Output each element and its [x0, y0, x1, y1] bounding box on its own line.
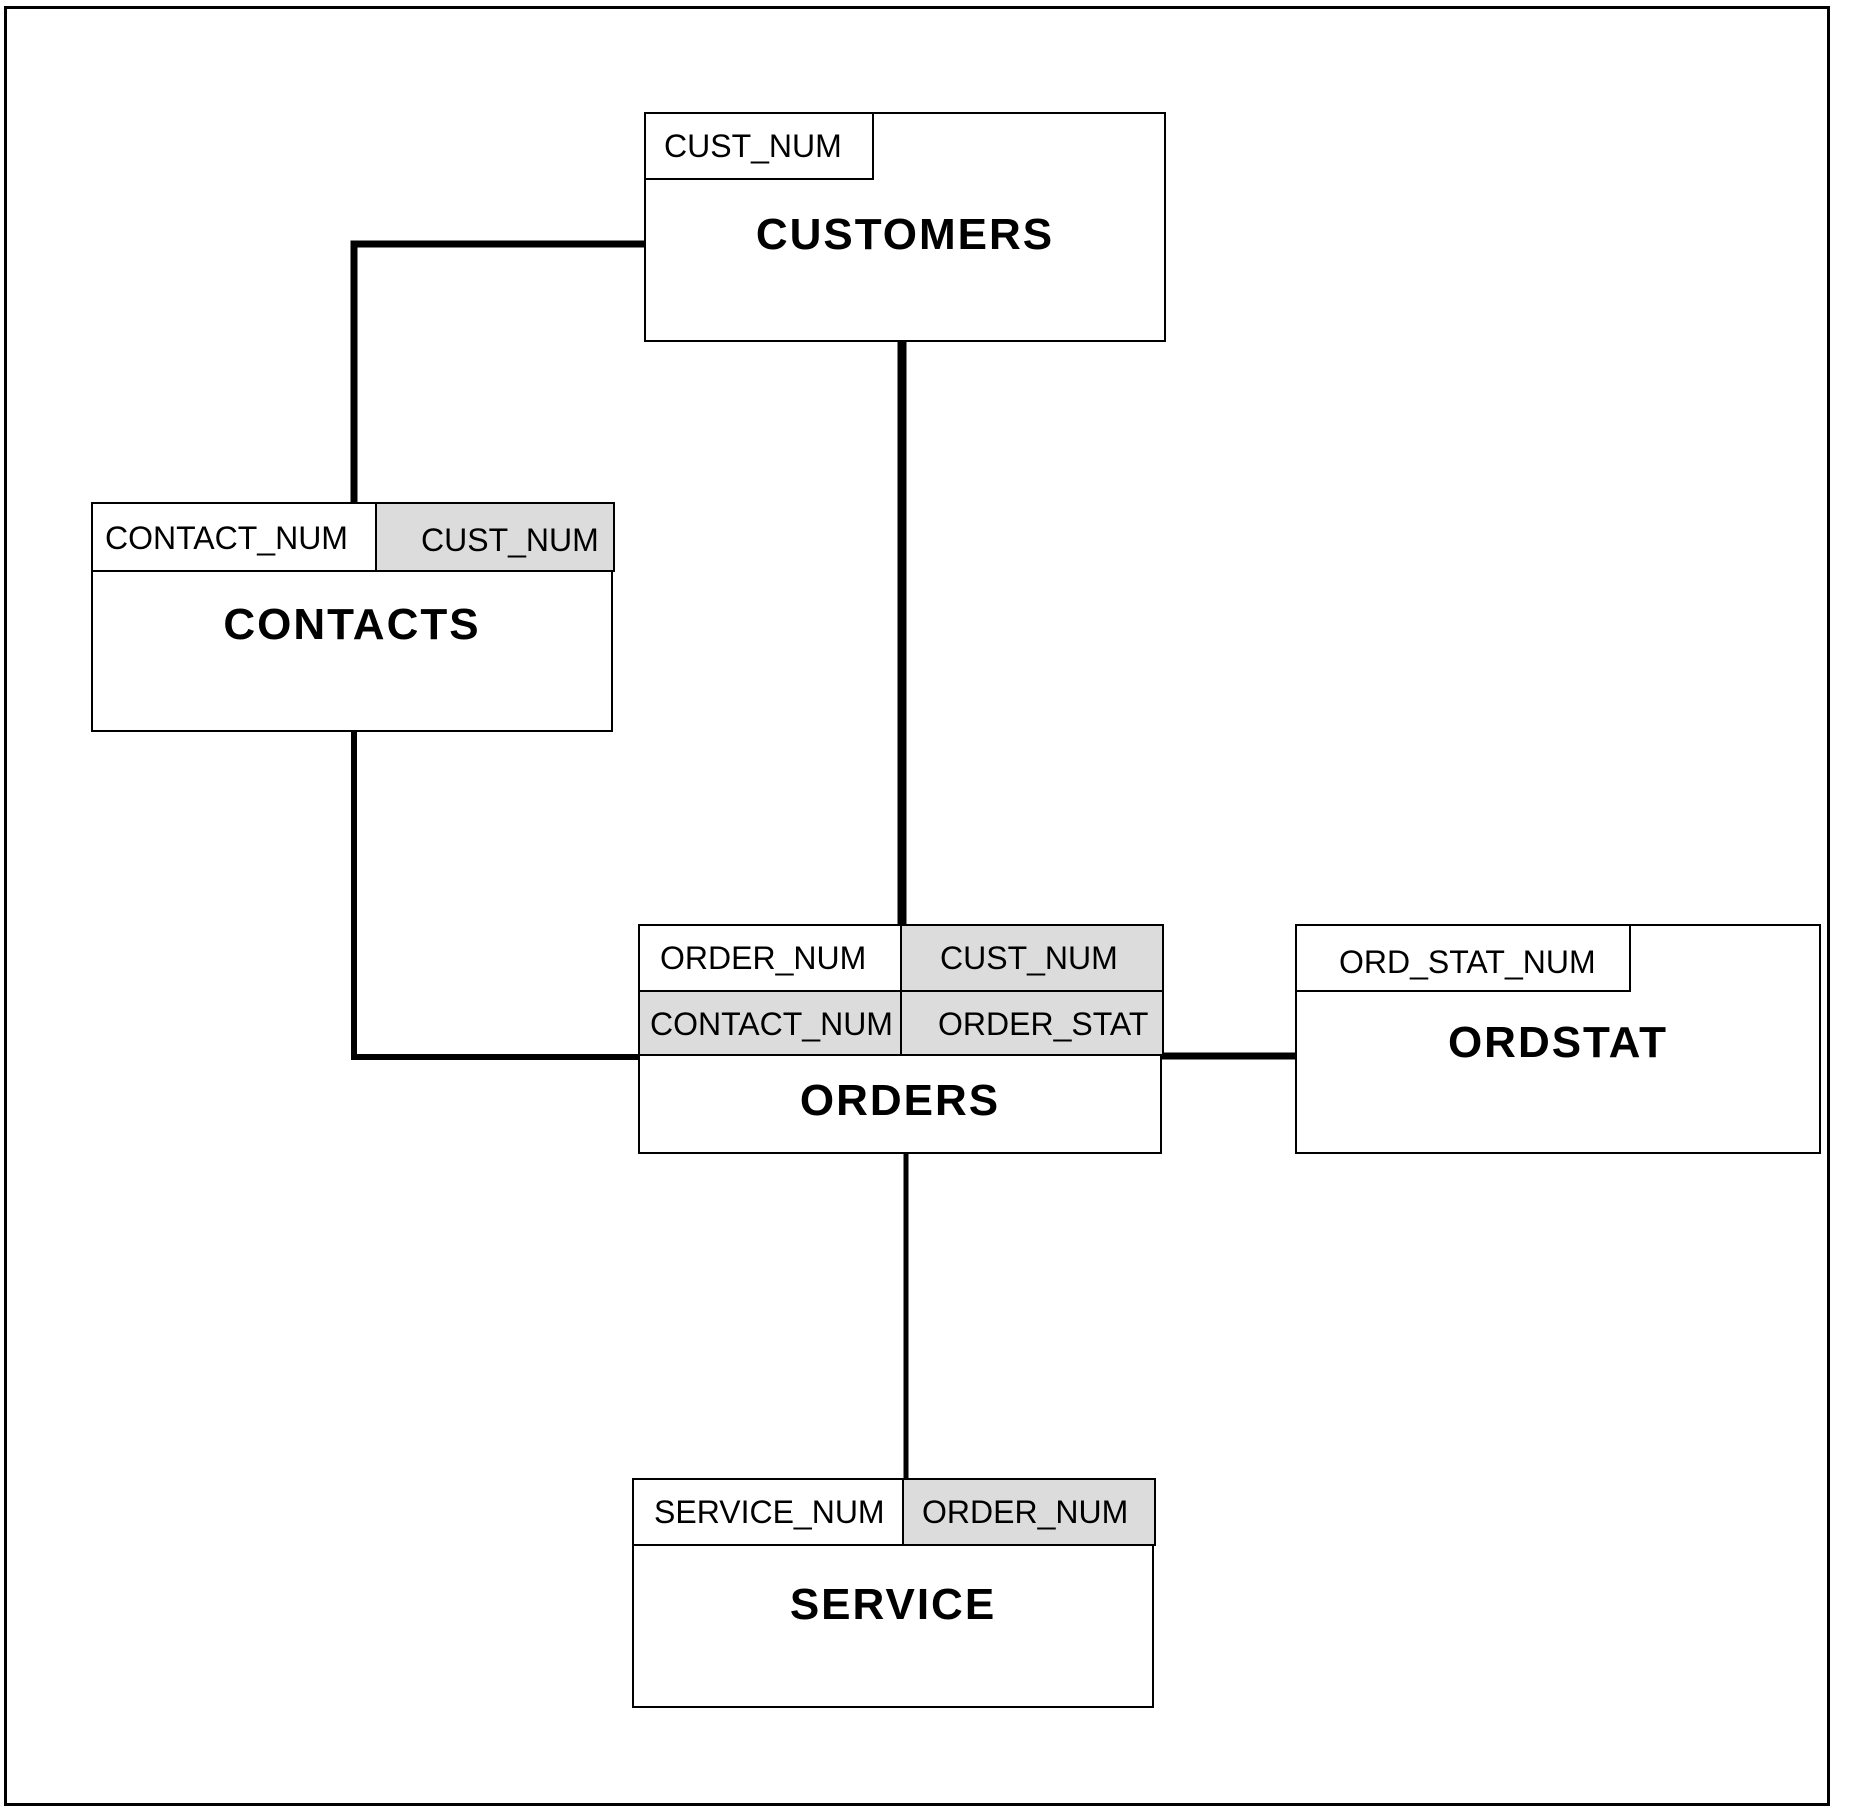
- orders-title: ORDERS: [799, 1076, 1001, 1125]
- service-title: SERVICE: [789, 1580, 997, 1629]
- entity-orders: ORDER_NUM CUST_NUM CONTACT_NUM ORDER_STA…: [638, 924, 1164, 1154]
- service-key-order-num: ORDER_NUM: [902, 1478, 1156, 1546]
- diagram-frame: [4, 6, 1830, 1806]
- entity-ordstat: ORD_STAT_NUM ORDSTAT: [1295, 924, 1821, 1154]
- orders-key-contact-num: CONTACT_NUM: [638, 990, 902, 1056]
- entity-customers: CUST_NUM CUSTOMERS: [644, 112, 1166, 342]
- entity-contacts: CONTACT_NUM CUST_NUM CONTACTS: [91, 502, 615, 732]
- ordstat-key-ord-stat-num: ORD_STAT_NUM: [1295, 924, 1631, 992]
- customers-key-cust-num: CUST_NUM: [644, 112, 874, 180]
- contacts-key-cust-num: CUST_NUM: [375, 502, 615, 572]
- entity-service: SERVICE_NUM ORDER_NUM SERVICE: [632, 1478, 1156, 1708]
- customers-title: CUSTOMERS: [755, 210, 1055, 259]
- orders-key-order-num: ORDER_NUM: [638, 924, 902, 992]
- contacts-orders-line: [351, 732, 640, 1060]
- contacts-key-contact-num: CONTACT_NUM: [91, 502, 377, 572]
- ordstat-title: ORDSTAT: [1447, 1018, 1669, 1067]
- service-key-service-num: SERVICE_NUM: [632, 1478, 904, 1546]
- orders-key-order-stat: ORDER_STAT: [900, 990, 1164, 1056]
- customers-contacts-line: [350, 240, 646, 504]
- contacts-title: CONTACTS: [223, 600, 481, 649]
- orders-key-cust-num: CUST_NUM: [900, 924, 1164, 992]
